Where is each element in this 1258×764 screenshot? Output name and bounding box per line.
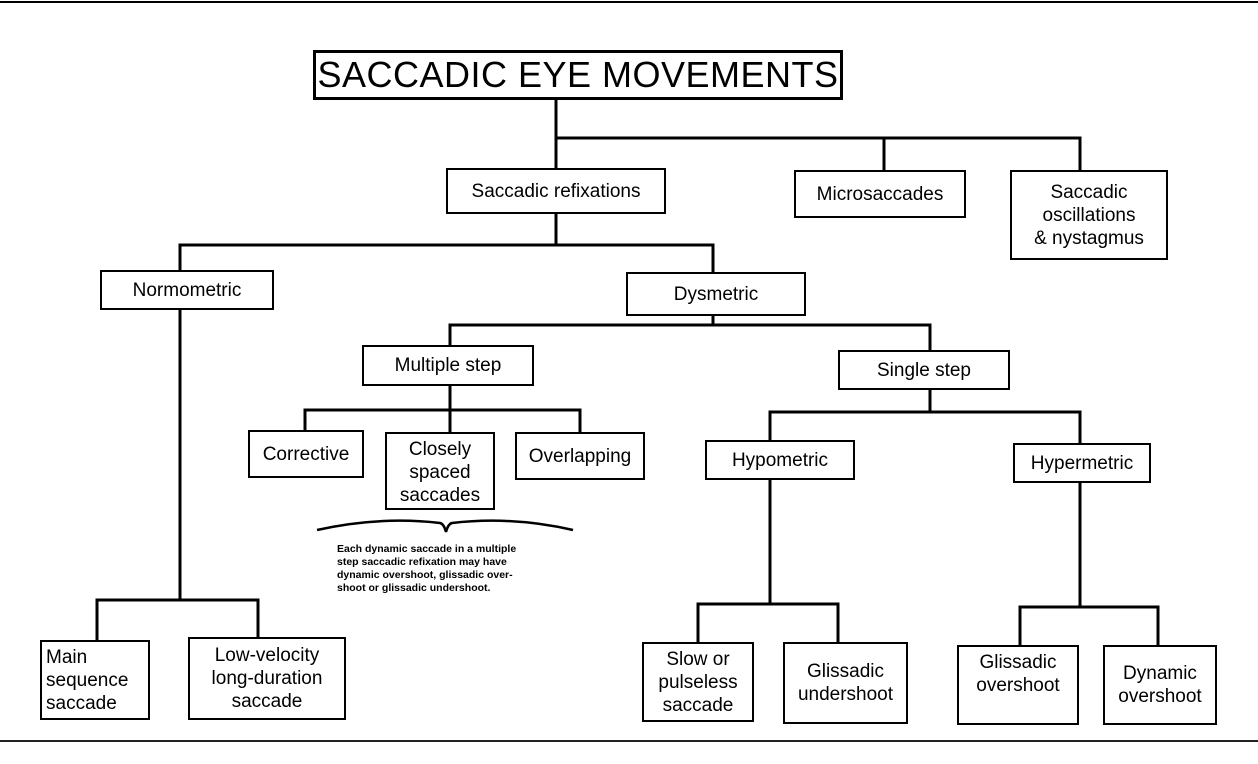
node-saccadic-refixations: Saccadic refixations [446,168,666,214]
link-multiple-branch [303,384,582,434]
node-low-velocity: Low-velocity long-duration saccade [188,637,346,720]
node-glissadic-undershoot: Glissadic undershoot [783,642,908,724]
node-dysmetric: Dysmetric [626,272,806,316]
node-glissadic-overshoot: Glissadic overshoot [957,645,1079,725]
node-slow-pulseless: Slow or pulseless saccade [642,642,754,722]
link-dysmetric-branch [448,314,932,352]
multiple-step-note: Each dynamic saccade in a multiple step … [337,543,517,594]
node-normometric: Normometric [100,270,274,310]
node-hypermetric: Hypermetric [1013,443,1151,483]
node-main-sequence: Main sequence saccade [40,640,150,720]
node-saccadic-oscillations: Saccadic oscillations & nystagmus [1010,170,1168,260]
top-border [0,1,1258,3]
link-title-branch [554,96,1082,172]
link-normometric-branch [95,308,260,642]
link-single-branch [768,388,1082,445]
bottom-border [0,740,1258,742]
link-hypermetric-branch [1018,481,1160,647]
node-closely-spaced: Closely spaced saccades [385,432,495,510]
link-refixations-branch [178,212,715,274]
node-hypometric: Hypometric [705,440,855,480]
note-brace [316,519,574,533]
node-multiple-step: Multiple step [362,345,534,386]
node-microsaccades: Microsaccades [794,170,966,218]
node-corrective: Corrective [248,430,364,478]
link-hypometric-branch [696,478,840,644]
node-overlapping: Overlapping [515,432,645,480]
node-dynamic-overshoot: Dynamic overshoot [1103,645,1217,725]
node-single-step: Single step [838,350,1010,390]
title-box: SACCADIC EYE MOVEMENTS [313,50,843,100]
